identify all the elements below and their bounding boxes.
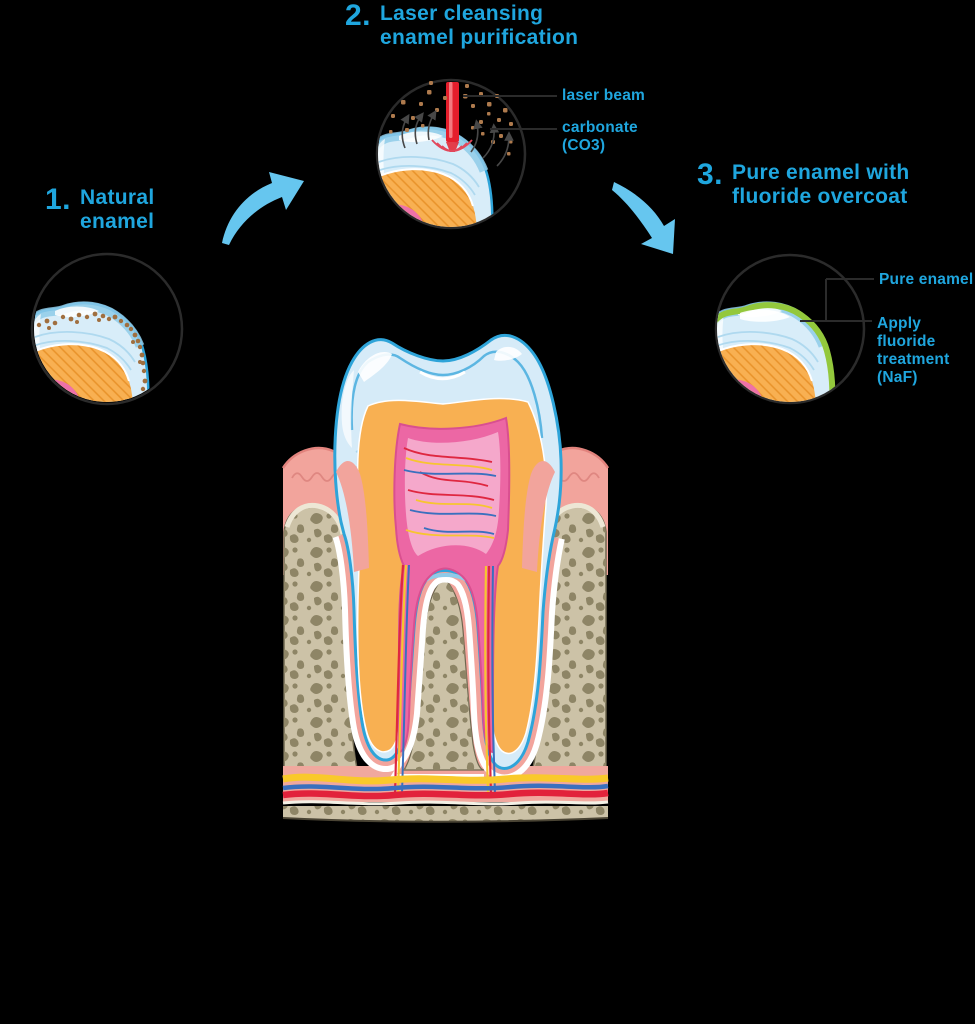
fluoride-line2: treatment <box>877 351 950 368</box>
step3-number: 3. <box>697 158 724 191</box>
particle-motion-arrows <box>400 109 514 167</box>
fluoride-line1: Apply fluoride <box>877 315 936 350</box>
step3-line1: Pure enamel with <box>732 161 910 184</box>
step2-label: 2. Laser cleansing enamel purification <box>345 0 579 50</box>
root-canal-vessels <box>393 564 496 795</box>
blood-vessels-bottom <box>282 773 609 806</box>
laser-beam-label: laser beam <box>562 87 645 104</box>
step1-line2: enamel <box>80 210 155 233</box>
inset-laser-cleansing <box>375 78 527 230</box>
bone-wedge <box>389 570 488 778</box>
step2-number: 2. <box>345 0 372 32</box>
carbonate-line2: (CO3) <box>562 137 606 154</box>
bone-bottom-strip <box>282 806 609 823</box>
carbonate-impurity-dots <box>36 311 148 392</box>
pulp-vessels <box>403 447 497 539</box>
bone-left <box>283 502 358 769</box>
inset-fluoride-overcoat <box>714 253 866 405</box>
inset2-circle-frame <box>375 78 527 230</box>
arrow-step2-to-step3-icon <box>612 182 675 254</box>
carbonate-line1: carbonate <box>562 119 638 136</box>
inset3-circle-frame <box>714 253 866 405</box>
laser-beam-icon <box>431 82 473 152</box>
step3-line2: fluoride overcoat <box>732 185 908 208</box>
inset1-circle-frame <box>30 252 184 406</box>
pulp <box>393 416 511 754</box>
step2-line1: Laser cleansing <box>380 2 544 25</box>
arrow-step1-to-step2-icon <box>222 172 304 245</box>
fluoride-layer <box>717 302 836 402</box>
carbonate-label: carbonate (CO3) <box>562 119 638 155</box>
step1-number: 1. <box>45 183 72 216</box>
fluoride-line3: (NaF) <box>877 369 918 386</box>
step1-label: 1. Natural enamel <box>45 183 155 234</box>
fluoride-treatment-label: Apply fluoride treatment (NaF) <box>877 315 975 387</box>
inset-natural-enamel <box>30 252 184 406</box>
step3-label: 3. Pure enamel with fluoride overcoat <box>697 158 910 209</box>
main-tooth-illustration <box>281 334 610 823</box>
gum-front-overlap <box>336 460 555 572</box>
pure-enamel-label: Pure enamel <box>879 271 974 288</box>
step1-line1: Natural <box>80 186 155 209</box>
step2-line2: enamel purification <box>380 26 579 49</box>
fluoride-bracket-line <box>800 278 874 322</box>
leader-lines <box>463 95 874 322</box>
